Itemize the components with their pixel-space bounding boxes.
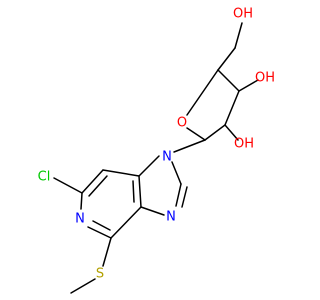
bond-hydroxymethyl-c (217, 47, 236, 71)
label-oh-right-lower: OH (234, 137, 254, 152)
bond-n1-c2 (171, 161, 182, 185)
bond-n5-c4-double (92, 220, 111, 231)
bond-c7-c6 (81, 169, 104, 194)
bond-n5-c4 (87, 226, 112, 239)
bond-ribose-c3-c2 (224, 90, 240, 126)
bond-c2-n3 (175, 183, 182, 207)
bond-c7a-c7 (102, 169, 140, 177)
bond-ribose-o-c4 (186, 69, 219, 116)
molecule-structure: OH OH OH O Cl N N N S (38, 7, 275, 294)
bond-n3-c3a (140, 206, 165, 216)
bond-c7a-n1 (138, 155, 160, 177)
bond-c6-n5 (80, 192, 83, 210)
bond-ribose-c2-c1 (204, 124, 226, 141)
label-n-glycosidic: N (162, 150, 172, 165)
bond-s-ch3 (70, 278, 96, 294)
bond-glycosidic (173, 139, 206, 153)
label-oh-top: OH (233, 7, 253, 22)
bond-c6-cl (53, 177, 83, 194)
bond-c4-c3a (110, 206, 142, 239)
label-n-pyridine: N (75, 212, 85, 227)
label-chlorine: Cl (38, 170, 51, 185)
bond-ribose-c1-o (186, 127, 206, 141)
bond-hydroxymethyl-o (234, 22, 243, 49)
bond-c2-oh (224, 124, 239, 141)
bond-c3a-c7a-inner (132, 180, 135, 203)
bond-group (53, 22, 259, 294)
label-n-imidazole: N (166, 210, 176, 225)
bond-c3a-c7a (138, 175, 142, 208)
bond-c4-s (102, 237, 112, 267)
label-sulfur: S (96, 267, 104, 282)
bond-c7-c6-double (88, 175, 108, 197)
label-ring-oxygen: O (177, 116, 187, 131)
atom-label-group: OH OH OH O Cl N N N S (38, 7, 275, 282)
label-oh-right-upper: OH (255, 71, 275, 86)
bond-ribose-c4-c3 (217, 69, 240, 92)
bond-c3-oh (238, 79, 259, 92)
bond-c2-n3-double (181, 186, 188, 208)
